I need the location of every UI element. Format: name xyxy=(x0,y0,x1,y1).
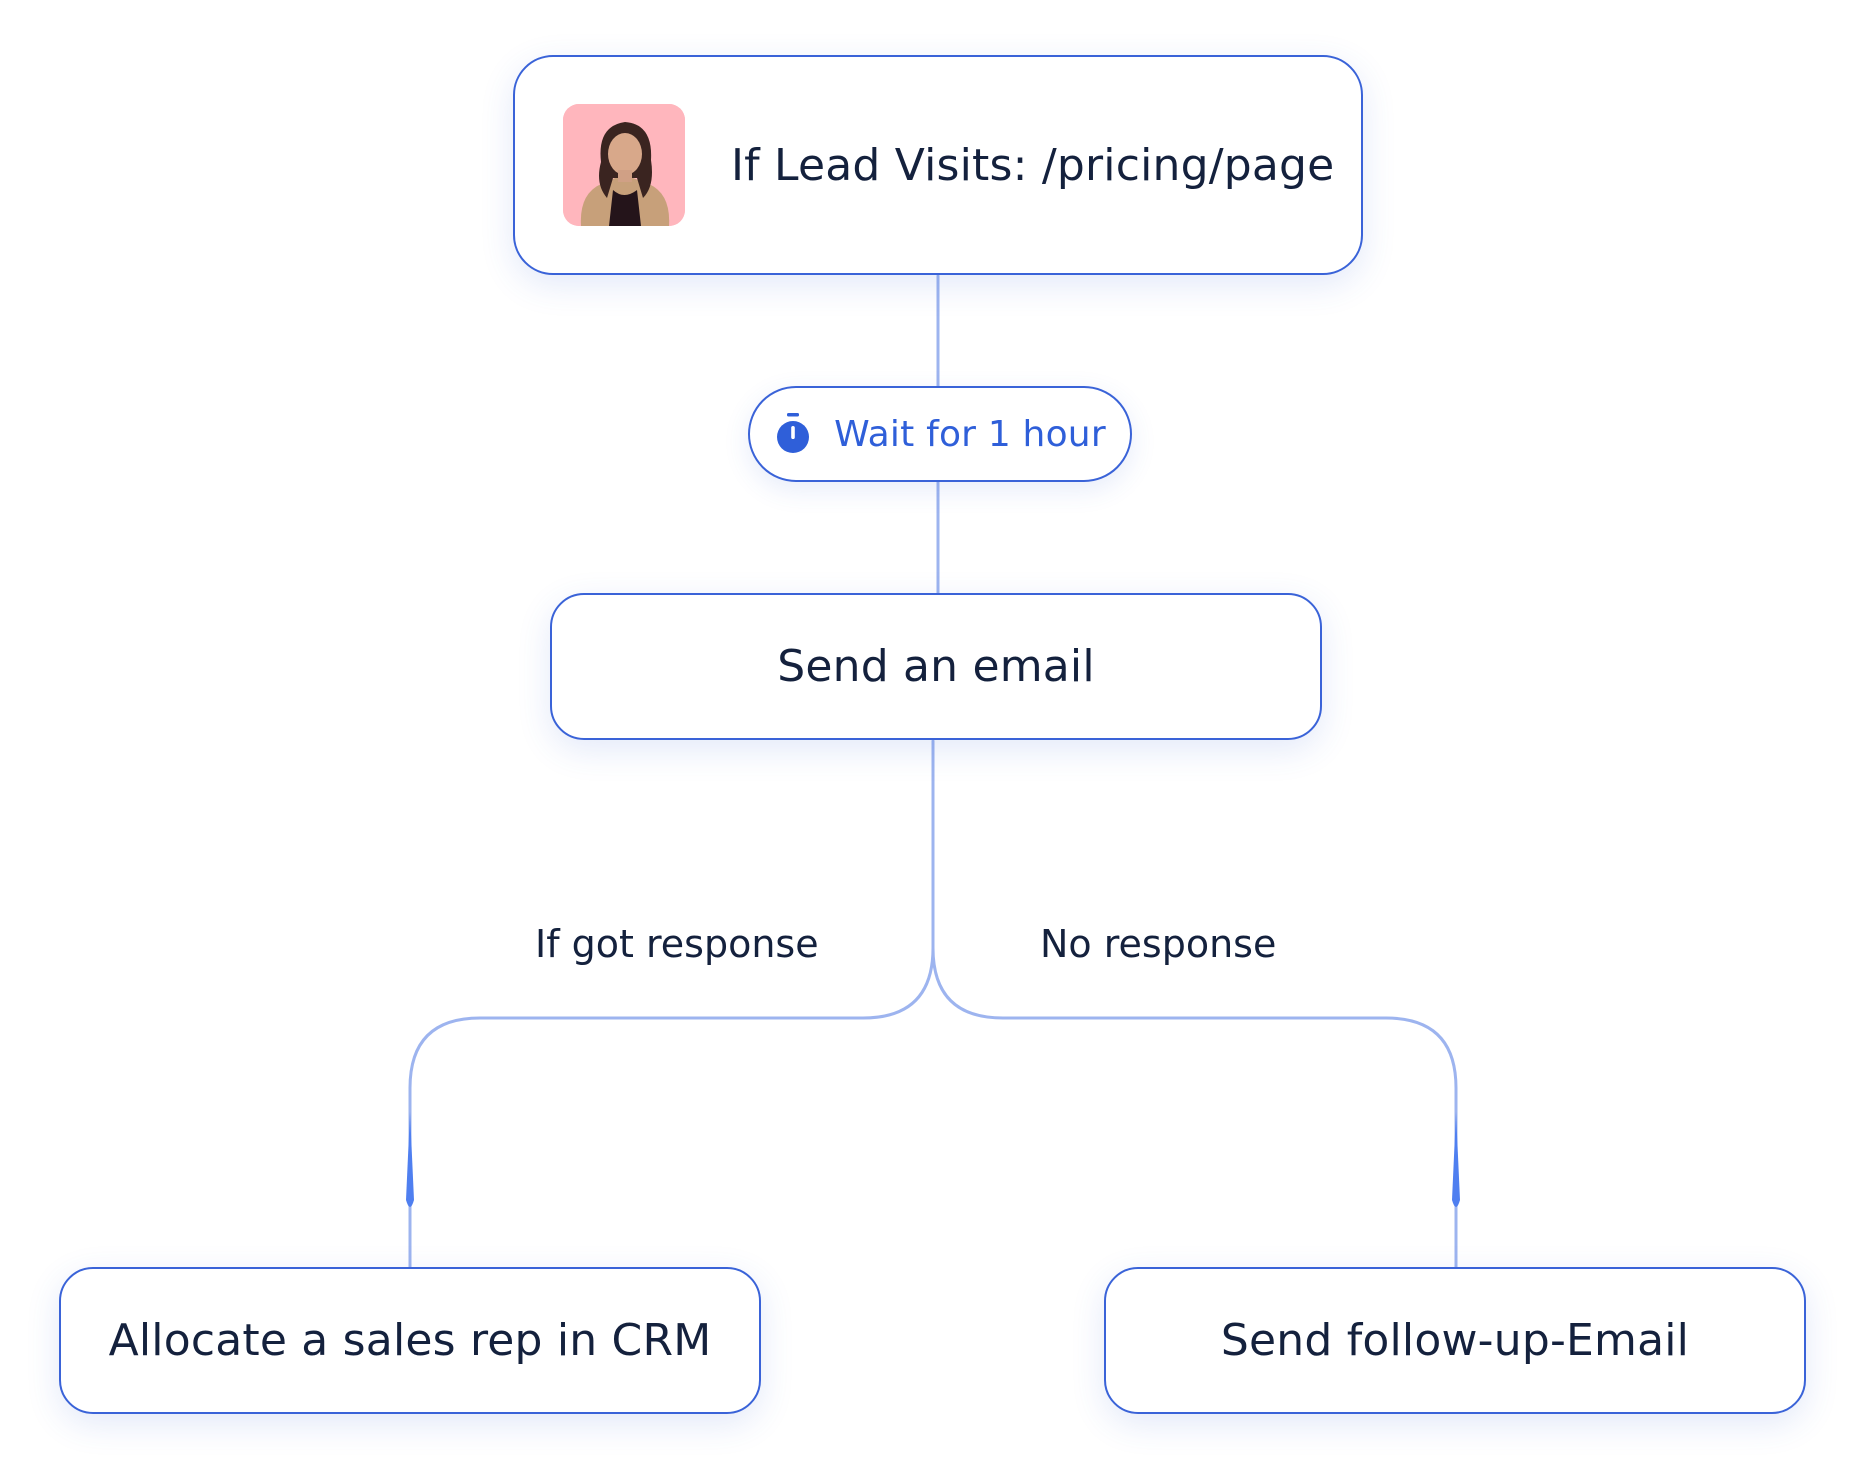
allocate-sales-rep-label: Allocate a sales rep in CRM xyxy=(108,1315,712,1366)
send-email-label: Send an email xyxy=(777,641,1095,692)
trigger-node[interactable]: If Lead Visits: /pricing/page xyxy=(513,55,1363,275)
allocate-sales-rep-node[interactable]: Allocate a sales rep in CRM xyxy=(59,1267,761,1414)
send-email-node[interactable]: Send an email xyxy=(550,593,1322,740)
branch-label-got-response: If got response xyxy=(535,922,819,966)
connector-branch-left xyxy=(408,946,935,1269)
arrow-marker-left xyxy=(406,1112,414,1207)
wait-step-pill[interactable]: Wait for 1 hour xyxy=(748,386,1132,482)
wait-label: Wait for 1 hour xyxy=(834,413,1106,455)
arrow-marker-right xyxy=(1452,1112,1460,1207)
avatar xyxy=(563,104,685,226)
timer-icon xyxy=(777,413,810,453)
send-follow-up-email-node[interactable]: Send follow-up-Email xyxy=(1104,1267,1806,1414)
connector-branch-right xyxy=(931,946,1458,1269)
branch-label-no-response: No response xyxy=(1040,922,1277,966)
trigger-label: If Lead Visits: /pricing/page xyxy=(731,139,1335,191)
send-follow-up-email-label: Send follow-up-Email xyxy=(1220,1315,1690,1366)
